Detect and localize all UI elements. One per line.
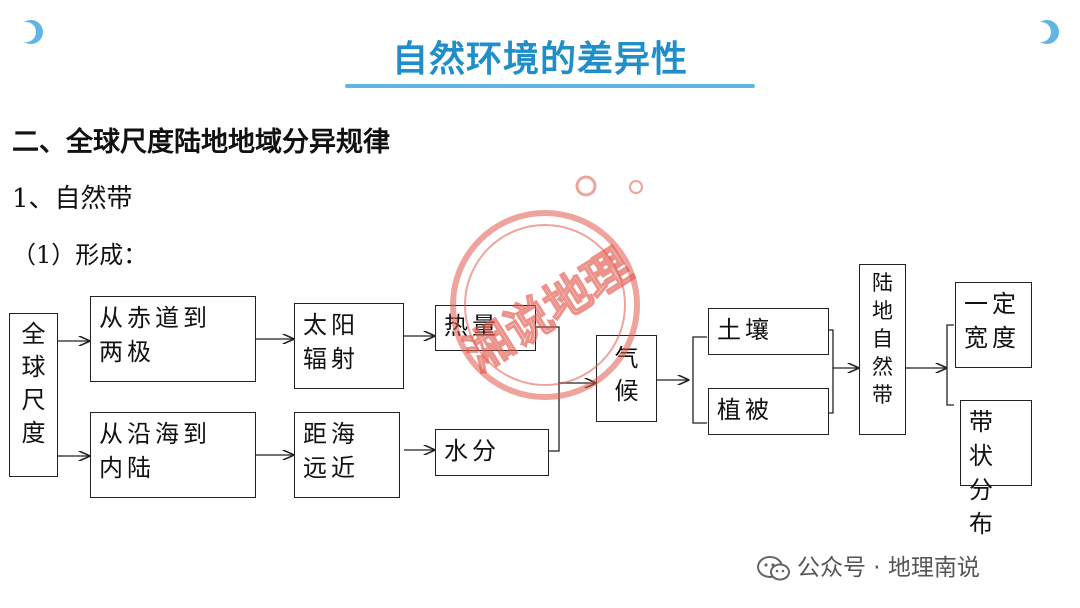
box-solar-radiation: 太阳 辐射 — [294, 303, 404, 389]
box-global-scale-label: 全球尺度 — [21, 320, 46, 447]
crescent-moon-icon-right — [1034, 20, 1059, 44]
wechat-icon — [757, 555, 790, 580]
box-equator-to-poles-line-2: 两极 — [99, 338, 155, 366]
box-vegetation-label: 植被 — [717, 396, 773, 424]
box-solar-radiation-line-2: 辐射 — [303, 345, 359, 373]
box-distance-from-sea-line-1: 距海 — [303, 420, 359, 448]
box-coast-to-inland-line-1: 从沿海到 — [99, 420, 211, 448]
box-land-natural-zone-label: 陆地自然带 — [872, 271, 893, 407]
box-banded-distribution: 带状 分布 — [960, 400, 1032, 538]
box-certain-width-line-1: 一定 — [964, 290, 1020, 318]
crescent-moon-icon-left — [18, 20, 43, 44]
box-banded-distribution-line-1: 带状 — [969, 408, 997, 470]
watermark-text: 湘说地理 — [456, 238, 641, 381]
box-certain-width: 一定 宽度 — [955, 282, 1032, 368]
box-equator-to-poles-line-1: 从赤道到 — [99, 304, 211, 332]
footer-account: 公众号 · 地理南说 — [757, 548, 980, 583]
footer-text: 公众号 · 地理南说 — [797, 555, 980, 581]
box-climate: 气候 — [596, 335, 657, 422]
sub-heading-natural-zone: 1、自然带 — [12, 184, 133, 214]
box-solar-radiation-line-1: 太阳 — [303, 311, 359, 339]
box-coast-to-inland: 从沿海到 内陆 — [90, 412, 256, 498]
box-distance-from-sea-line-2: 远近 — [303, 454, 359, 482]
box-global-scale: 全球尺度 — [9, 313, 58, 477]
page-title: 自然环境的差异性 — [391, 39, 688, 80]
box-banded-distribution-line-2: 分布 — [969, 476, 997, 538]
box-vegetation: 植被 — [708, 388, 829, 435]
box-soil-label: 土壤 — [717, 316, 773, 344]
box-land-natural-zone: 陆地自然带 — [859, 264, 906, 435]
sub-heading-formation: （1）形成： — [12, 241, 148, 269]
box-equator-to-poles: 从赤道到 两极 — [90, 296, 256, 382]
box-coast-to-inland-line-2: 内陆 — [99, 454, 155, 482]
box-moisture: 水分 — [435, 429, 549, 476]
box-distance-from-sea: 距海 远近 — [294, 412, 400, 498]
box-moisture-label: 水分 — [444, 437, 500, 465]
section-heading: 二、全球尺度陆地地域分异规律 — [12, 127, 390, 158]
title-underline — [345, 84, 755, 88]
box-certain-width-line-2: 宽度 — [964, 324, 1020, 352]
box-soil: 土壤 — [708, 308, 829, 355]
watermark-stamp: 湘说地理 — [450, 175, 643, 400]
